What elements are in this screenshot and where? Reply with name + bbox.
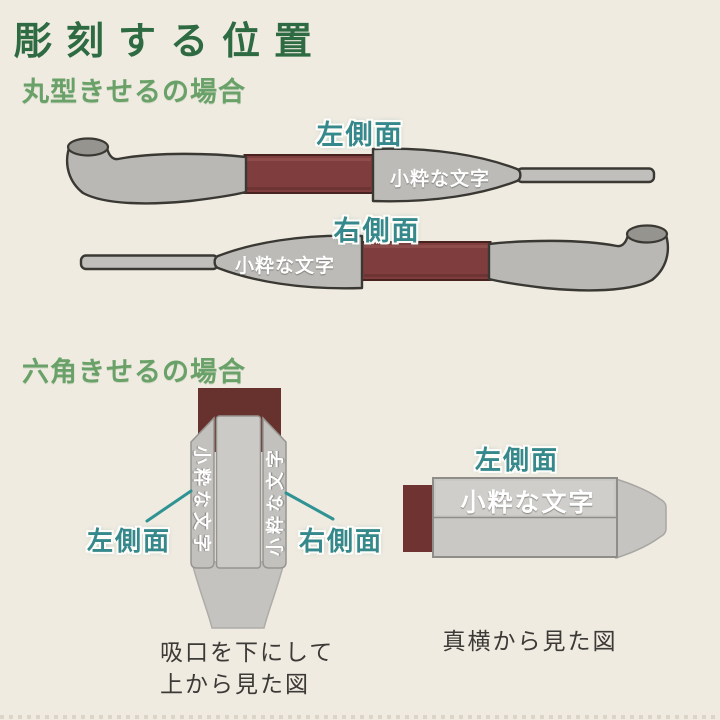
right-pointer-line (284, 491, 335, 521)
hex-top-left-side-label: 左側面 (86, 526, 171, 556)
hex-right-face (262, 416, 287, 569)
engraving-text-hex-left-face: 小粋な文字 (191, 446, 212, 556)
hex-section-subtitle: 六角きせるの場合 (22, 357, 246, 387)
page-title: 彫刻する位置 (14, 18, 327, 63)
engraving-text-hex-side: 小粋な文字 (460, 489, 596, 517)
hex-left-face (190, 416, 215, 569)
round-left-side-label: 左側面 (316, 120, 404, 150)
top-view-caption-line2: 上から見た図 (160, 671, 310, 697)
engraving-text-round-left: 小粋な文字 (390, 169, 491, 190)
hex-upper-facet (436, 481, 614, 515)
bottom-dotted-border (0, 715, 720, 719)
mouthpiece-taper-side (615, 477, 667, 560)
round-section-subtitle: 丸型きせるの場合 (22, 77, 246, 107)
mouthpiece-taper (191, 561, 285, 629)
top-view-caption-line1: 吸口を下にして (160, 639, 335, 665)
engraving-text-round-right: 小粋な文字 (235, 256, 336, 277)
left-pointer-line (145, 489, 193, 523)
hex-center-face (215, 415, 262, 569)
shank-band-side (403, 485, 433, 552)
round-right-side-label: 右側面 (333, 216, 421, 246)
hex-top-right-side-label: 右側面 (298, 526, 383, 556)
side-view-caption: 真横から見た図 (442, 628, 618, 654)
hex-side-left-side-label: 左側面 (474, 445, 559, 475)
top-view-caption: 吸口を下にして 上から見た図 (160, 636, 334, 700)
hex-kiseru-side-view (403, 477, 667, 560)
hex-kiseru-top-view (145, 388, 335, 629)
